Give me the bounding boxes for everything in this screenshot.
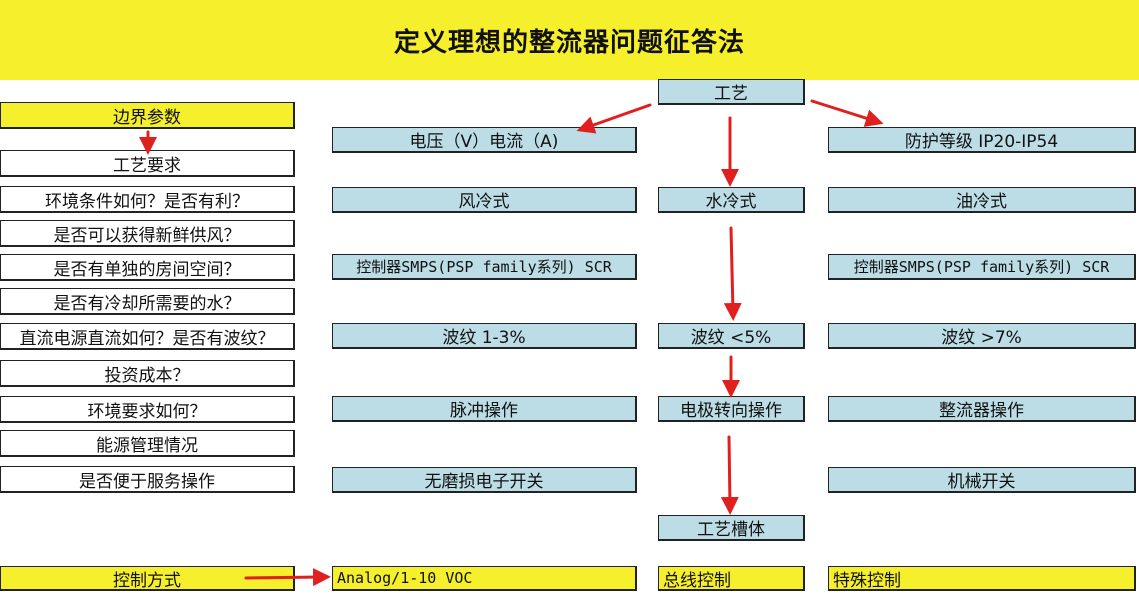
protection-class-box: 防护等级 IP20-IP54: [828, 127, 1136, 153]
arrow-water-to-ripple: [723, 226, 742, 321]
special-control-box: 特殊控制: [828, 566, 1136, 591]
arrow-process-to-protection: [810, 99, 884, 127]
title-banner: [0, 0, 1139, 80]
arrow-reversal-to-tank: [720, 435, 739, 515]
ripple-box-col1: 波纹 1-3%: [332, 323, 637, 349]
question-env-requirements: 环境要求如何？: [0, 396, 295, 423]
process-tank-box: 工艺槽体: [658, 515, 805, 541]
electronic-switch-box: 无磨损电子开关: [332, 467, 637, 493]
analog-control-box: Analog/1-10 VOC: [332, 566, 637, 591]
arrow-process-to-voltage: [576, 103, 652, 134]
voltage-current-box: 电压（V）电流（A): [332, 127, 637, 153]
page-title: 定义理想的整流器问题征答法: [393, 28, 745, 58]
question-investment: 投资成本？: [0, 360, 295, 387]
controller-box-col3: 控制器SMPS(PSP family系列) SCR: [828, 254, 1136, 280]
water-cooled-box: 水冷式: [658, 187, 805, 213]
rectifier-operation-box: 整流器操作: [828, 396, 1136, 422]
question-energy-management: 能源管理情况: [0, 430, 295, 457]
process-requirements-label: 工艺要求: [0, 150, 295, 177]
controller-box-col1: 控制器SMPS(PSP family系列) SCR: [332, 254, 637, 280]
electrode-reversal-box: 电极转向操作: [658, 396, 805, 422]
control-method-label: 控制方式: [0, 566, 295, 591]
question-environment: 环境条件如何？是否有利？: [0, 186, 295, 213]
question-cooling-water: 是否有冷却所需要的水？: [0, 288, 295, 315]
bus-control-box: 总线控制: [658, 566, 805, 591]
ripple-box-col2: 波纹 <5%: [658, 323, 805, 349]
ripple-box-col3: 波纹 >7%: [828, 323, 1136, 349]
oil-cooled-box: 油冷式: [828, 187, 1136, 213]
mechanical-switch-box: 机械开关: [828, 467, 1136, 493]
boundary-params-label: 边界参数: [0, 102, 295, 129]
question-separate-room: 是否有单独的房间空间？: [0, 254, 295, 281]
question-dc-ripple: 直流电源直流如何？是否有波纹？: [0, 323, 295, 350]
process-box: 工艺: [658, 79, 805, 105]
air-cooled-box: 风冷式: [332, 187, 637, 213]
question-service: 是否便于服务操作: [0, 466, 295, 493]
pulse-operation-box: 脉冲操作: [332, 396, 637, 422]
question-fresh-air: 是否可以获得新鲜供风？: [0, 220, 295, 247]
